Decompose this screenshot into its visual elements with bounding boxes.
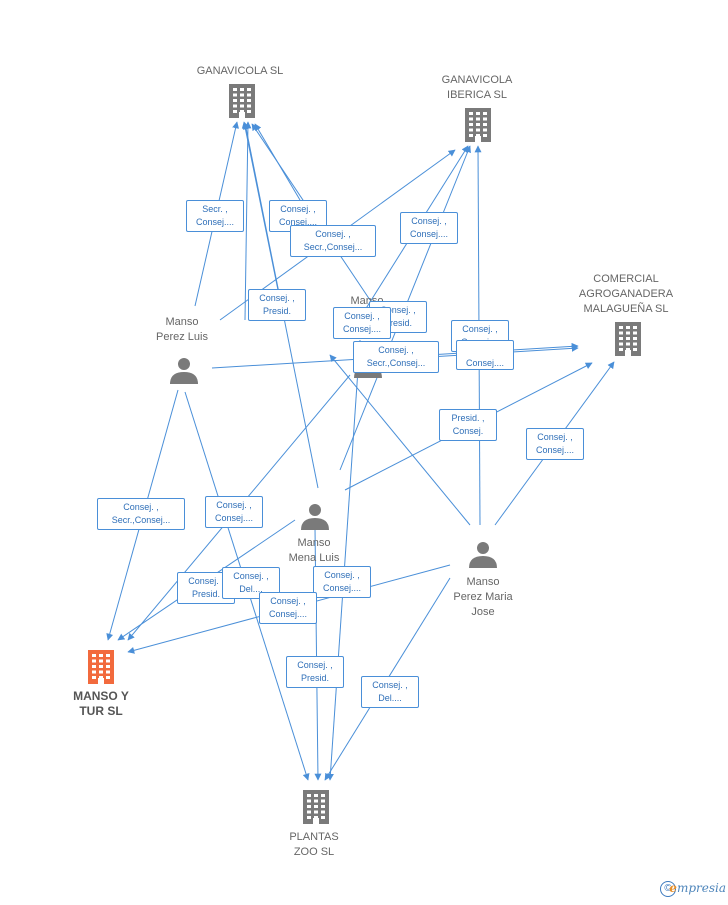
edge-label-17[interactable]: Consej. , Consej.... [313, 566, 371, 598]
node-ganavicola-iberica-label[interactable]: GANAVICOLA IBERICA SL [441, 74, 513, 101]
edge-label-11[interactable]: Presid. , Consej. [439, 409, 497, 441]
building-icon-ganavicola-iberica[interactable] [465, 108, 491, 142]
edge-line-21 [326, 339, 361, 781]
edge-label-12[interactable]: Consej. , Consej.... [526, 428, 584, 460]
person-icon-manso-perez-luis[interactable] [170, 358, 198, 384]
empresia-logo: © empresia [638, 881, 728, 899]
brand-rest: mpresia [676, 881, 726, 895]
node-manso-y-tur-label[interactable]: MANSO Y TUR SL [73, 689, 129, 718]
brand-name: empresia [669, 881, 726, 895]
node-manso-mena-luis-label[interactable]: Manso Mena Luis [288, 537, 340, 564]
node-manso-perez-maria-jose-label[interactable]: Manso Perez Maria Jose [453, 576, 513, 618]
edge-label-18[interactable]: Consej. , Consej.... [259, 592, 317, 624]
node-ganavicola-sl-label[interactable]: GANAVICOLA SL [196, 65, 284, 77]
node-plantas-zoo-label[interactable]: PLANTAS ZOO SL [289, 831, 339, 858]
edge-label-3[interactable]: Consej. , Secr.,Consej... [290, 225, 376, 257]
edge-label-5[interactable]: Consej. , Presid. [248, 289, 306, 321]
edge-label-8[interactable]: Consej. , Secr.,Consej... [353, 341, 439, 373]
person-icon-manso-perez-maria-jose[interactable] [469, 542, 497, 568]
copyright-icon: © [660, 881, 676, 897]
building-icon-ganavicola[interactable] [229, 84, 255, 118]
building-icon-plantas-zoo[interactable] [303, 790, 329, 824]
brand-initial: e [669, 881, 677, 895]
edge-label-14[interactable]: Consej. , Consej.... [205, 496, 263, 528]
edge-line-22 [329, 354, 471, 526]
edge-label-1[interactable]: Secr. , Consej.... [186, 200, 244, 232]
node-manso-perez-luis-label[interactable]: Manso Perez Luis [156, 316, 208, 343]
edge-label-19[interactable]: Consej. , Presid. [286, 656, 344, 688]
edge-label-4[interactable]: Consej. , Consej.... [400, 212, 458, 244]
edge-label-20[interactable]: Consej. , Del.... [361, 676, 419, 708]
building-icon-manso-y-tur[interactable] [88, 650, 114, 684]
person-icon-manso-mena-luis[interactable] [301, 504, 329, 530]
node-comercial-agroganadera-label[interactable]: COMERCIAL AGROGANADERA MALAGUEÑA SL [578, 273, 674, 315]
edge-line-3 [244, 121, 252, 321]
edge-label-13[interactable]: Consej. , Secr.,Consej... [97, 498, 185, 530]
edge-label-10[interactable]: Consej.... [456, 340, 514, 370]
edge-label-7[interactable]: Consej. , Consej.... [333, 307, 391, 339]
building-icon-comercial-agroganadera[interactable] [615, 322, 641, 356]
